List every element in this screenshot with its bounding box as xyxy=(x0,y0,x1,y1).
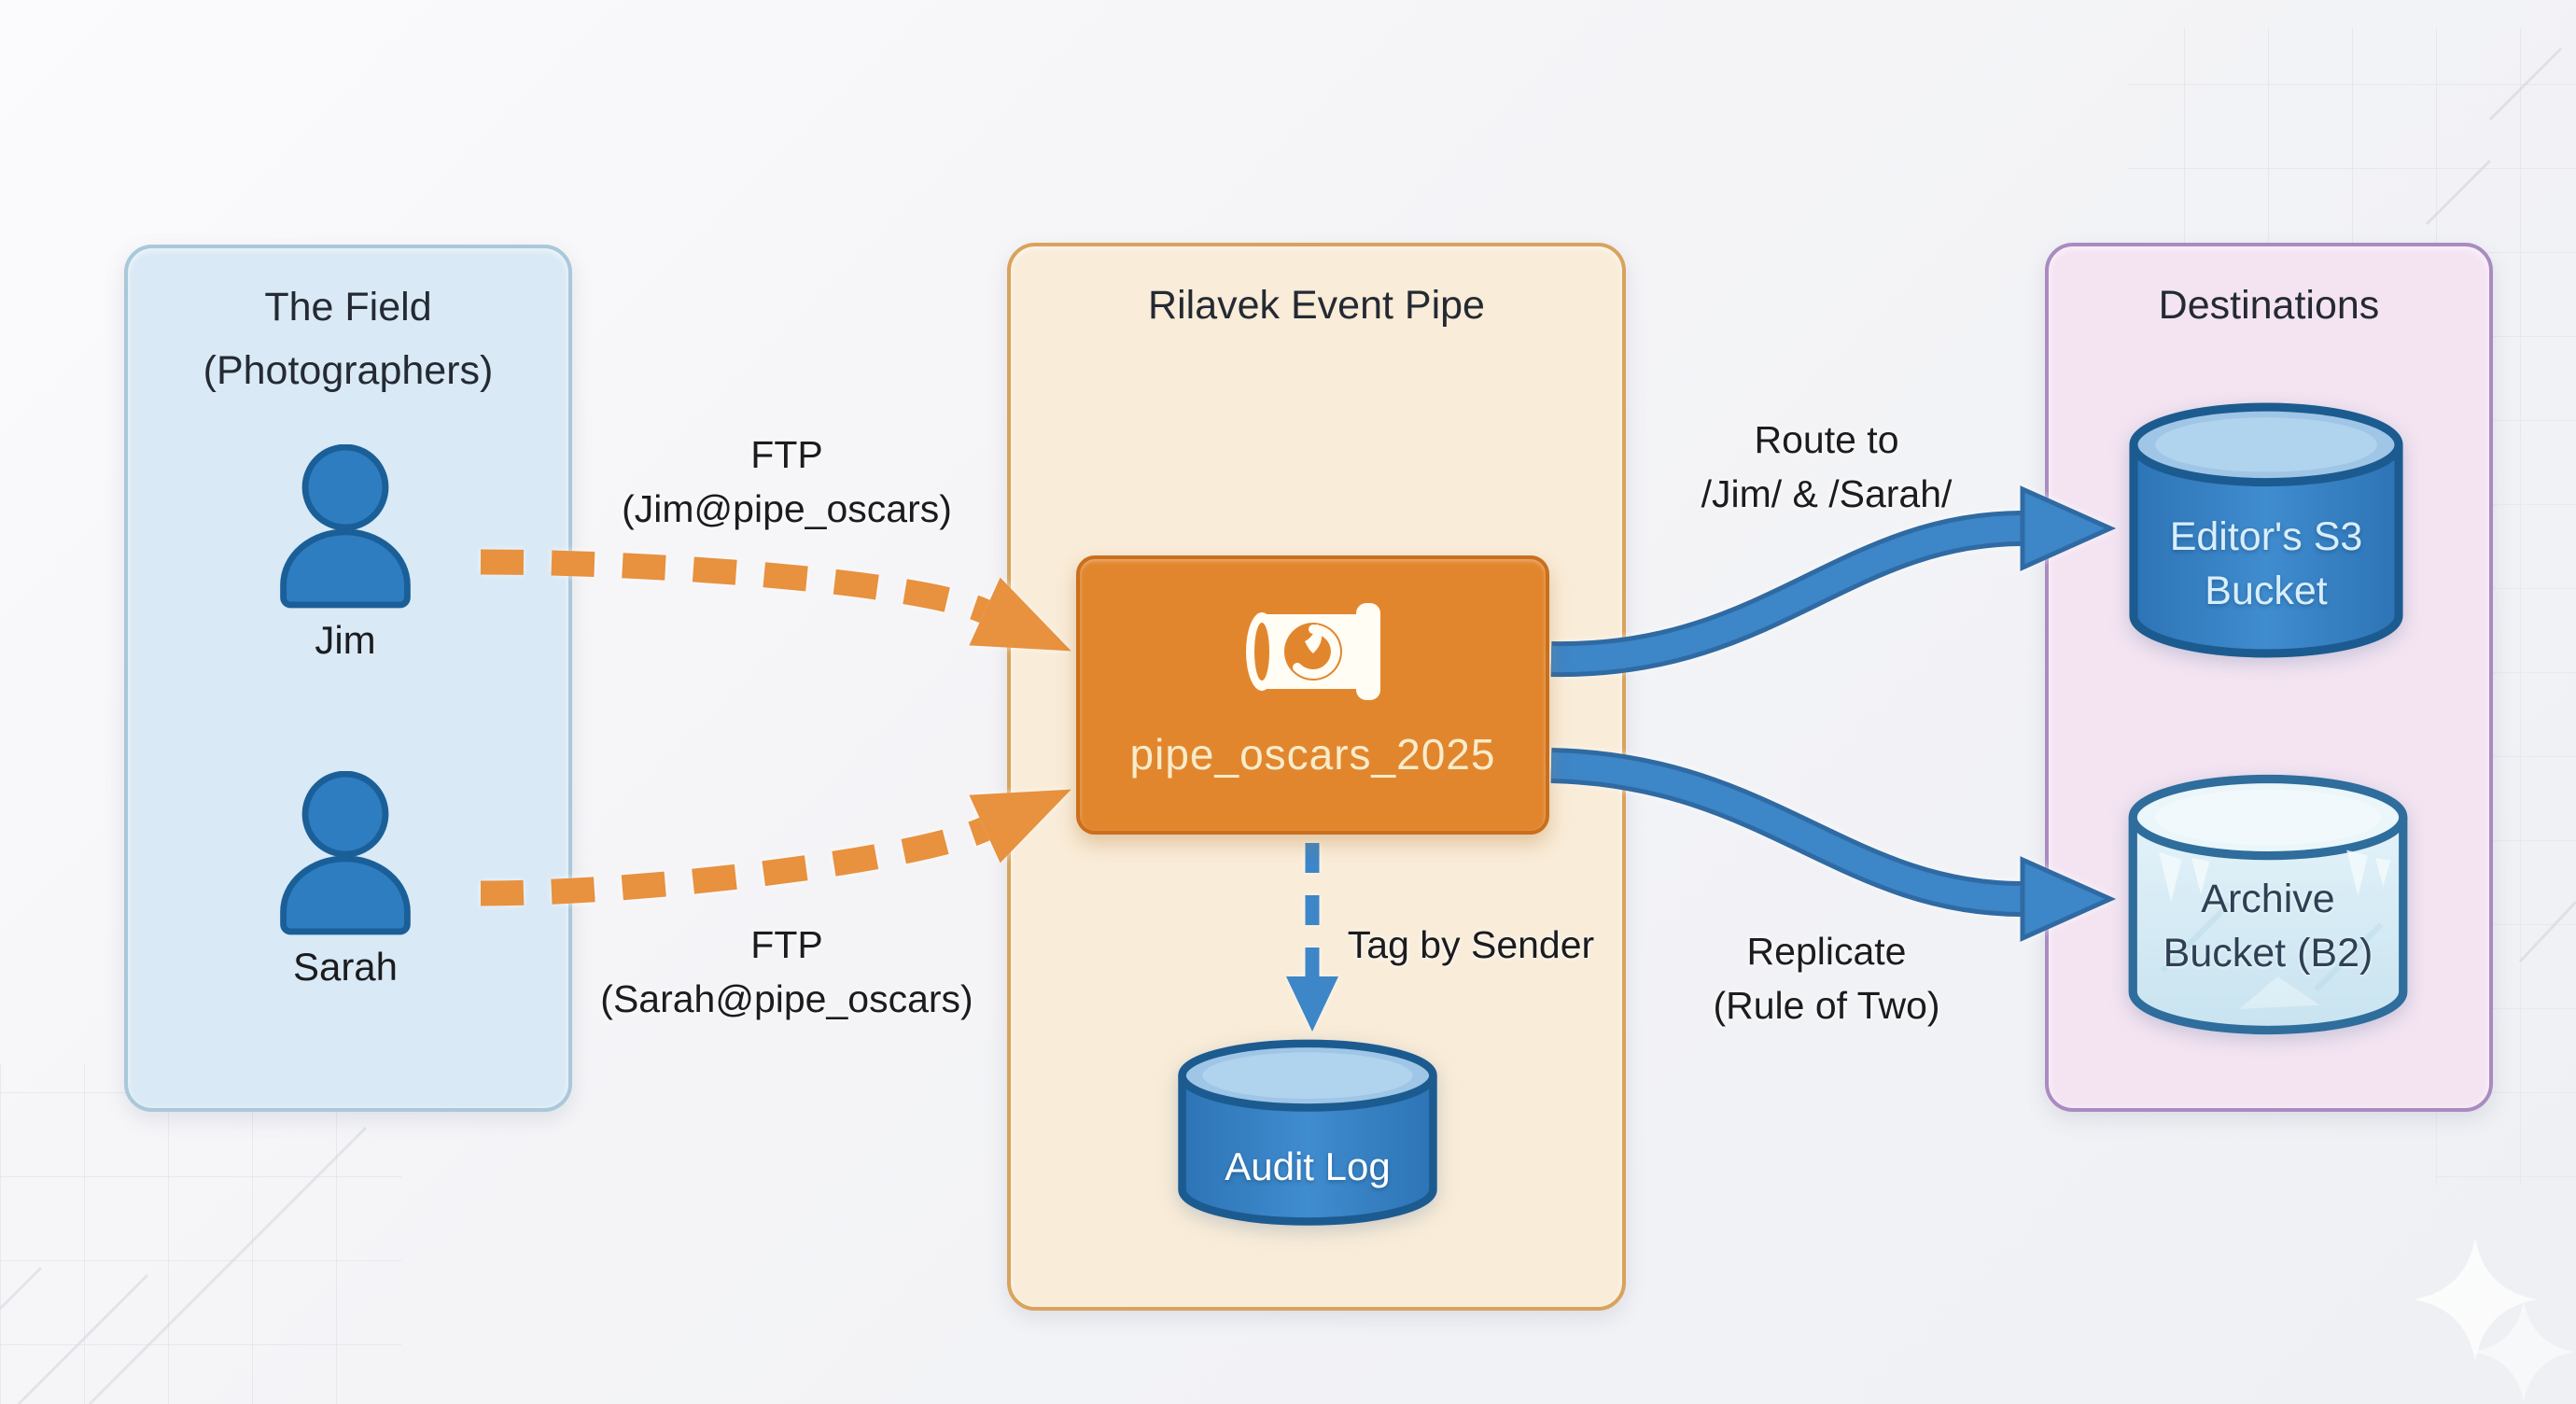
panel-destinations-title: Destinations xyxy=(2158,283,2380,328)
frost-texture xyxy=(2158,849,2391,1009)
archive-bucket-label: Archive Bucket (B2) xyxy=(2163,877,2373,976)
pipe-node: pipe_oscars_2025 xyxy=(1076,555,1549,835)
s3-bucket-database-icon xyxy=(2129,402,2403,658)
replicate-label: Replicate (Rule of Two) xyxy=(1713,929,1940,1027)
panel-the-field: The Field (Photographers) xyxy=(124,245,572,1112)
audit-log-label: Audit Log xyxy=(1225,1144,1391,1188)
audit-log-database-icon xyxy=(1178,1039,1437,1226)
photographer-sarah-name: Sarah xyxy=(292,945,399,989)
watermark-star-icon xyxy=(2414,1238,2575,1403)
ftp-jim-label: FTP (Jim@pipe_oscars) xyxy=(622,432,952,530)
panel-event-pipe-title: Rilavek Event Pipe xyxy=(1148,283,1485,328)
photographer-jim-name: Jim xyxy=(315,618,376,662)
photographer-sarah: Sarah xyxy=(252,771,439,990)
person-icon xyxy=(280,444,411,609)
pipe-node-label: pipe_oscars_2025 xyxy=(1129,730,1496,779)
route-label: Route to /Jim/ & /Sarah/ xyxy=(1701,417,1953,515)
person-icon xyxy=(280,771,411,935)
tag-by-sender-label: Tag by Sender xyxy=(1347,922,1595,966)
panel-the-field-title: The Field (Photographers) xyxy=(203,285,494,393)
pipe-icon xyxy=(1245,603,1380,700)
photographer-jim: Jim xyxy=(252,444,439,663)
archive-bucket-database-icon xyxy=(2128,774,2408,1035)
s3-bucket-label: Editor's S3 Bucket xyxy=(2169,514,2363,614)
swirl-logo-icon xyxy=(1283,623,1342,681)
ftp-sarah-label: FTP (Sarah@pipe_oscars) xyxy=(600,922,973,1020)
